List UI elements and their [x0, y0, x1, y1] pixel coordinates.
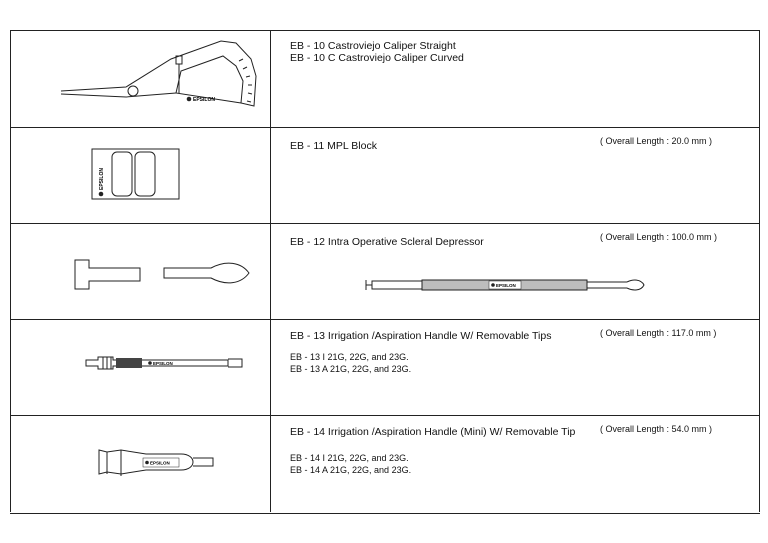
product-title: EB - 10 Castroviejo Caliper Straight	[290, 40, 456, 52]
castroviejo-caliper-illustration: EPSILON	[60, 40, 257, 107]
product-row-eb12: EB - 12 Intra Operative Scleral Depresso…	[10, 223, 760, 320]
product-description-cell: EB - 10 Castroviejo Caliper Straight EB …	[270, 31, 760, 127]
product-image-cell: EPSILON	[10, 31, 271, 127]
product-image-cell: EPSILON	[10, 320, 271, 416]
irrigation-aspiration-handle-illustration: EPSILON	[85, 356, 243, 370]
product-variant: EB - 14 A 21G, 22G, and 23G.	[290, 465, 412, 475]
product-variant: EB - 13 A 21G, 22G, and 23G.	[290, 364, 412, 374]
brand-label: EPSILON	[99, 168, 105, 190]
product-image-cell	[10, 224, 271, 320]
product-title: EB - 11 MPL Block	[290, 140, 377, 152]
mini-irrigation-aspiration-handle-illustration: EPSILON	[98, 449, 214, 476]
overall-length: ( Overall Length : 100.0 mm )	[600, 232, 718, 242]
product-description-cell: EB - 14 Irrigation /Aspiration Handle (M…	[270, 416, 760, 512]
product-title-variant: EB - 10 C Castroviejo Caliper Curved	[290, 52, 464, 64]
product-description-cell: EB - 12 Intra Operative Scleral Depresso…	[270, 224, 760, 320]
product-row-eb10: EPSILON EB - 10 Castroviejo Caliper Stra…	[10, 31, 760, 127]
product-variant: EB - 14 I 21G, 22G, and 23G.	[290, 453, 409, 463]
product-image-cell: EPSILON	[10, 416, 271, 512]
product-image-cell: EPSILON	[10, 128, 271, 224]
product-description-cell: EB - 11 MPL Block ( Overall Length : 20.…	[270, 128, 760, 224]
product-title: EB - 14 Irrigation /Aspiration Handle (M…	[290, 426, 576, 438]
scleral-depressor-illustration: EPSILON	[365, 279, 645, 291]
product-title: EB - 12 Intra Operative Scleral Depresso…	[290, 236, 484, 248]
overall-length: ( Overall Length : 20.0 mm )	[600, 136, 713, 146]
mpl-block-illustration: EPSILON	[91, 148, 180, 200]
brand-label: EPSILON	[150, 461, 170, 466]
product-title: EB - 13 Irrigation /Aspiration Handle W/…	[290, 330, 552, 342]
scleral-depressor-parts-illustration	[74, 259, 250, 290]
overall-length: ( Overall Length : 117.0 mm )	[600, 328, 717, 338]
overall-length: ( Overall Length : 54.0 mm )	[600, 424, 713, 434]
brand-label: EPSILON	[153, 361, 173, 366]
product-table: EPSILON EB - 10 Castroviejo Caliper Stra…	[10, 30, 760, 514]
product-description-cell: EB - 13 Irrigation /Aspiration Handle W/…	[270, 320, 760, 416]
product-row-eb11: EPSILON EB - 11 MPL Block ( Overall Leng…	[10, 127, 760, 224]
brand-label: EPSILON	[193, 97, 215, 103]
product-variant: EB - 13 I 21G, 22G, and 23G.	[290, 352, 409, 362]
product-row-eb14: EPSILON EB - 14 Irrigation /Aspiration H…	[10, 415, 760, 512]
product-row-eb13: EPSILON EB - 13 Irrigation /Aspiration H…	[10, 319, 760, 416]
brand-label: EPSILON	[496, 283, 516, 288]
